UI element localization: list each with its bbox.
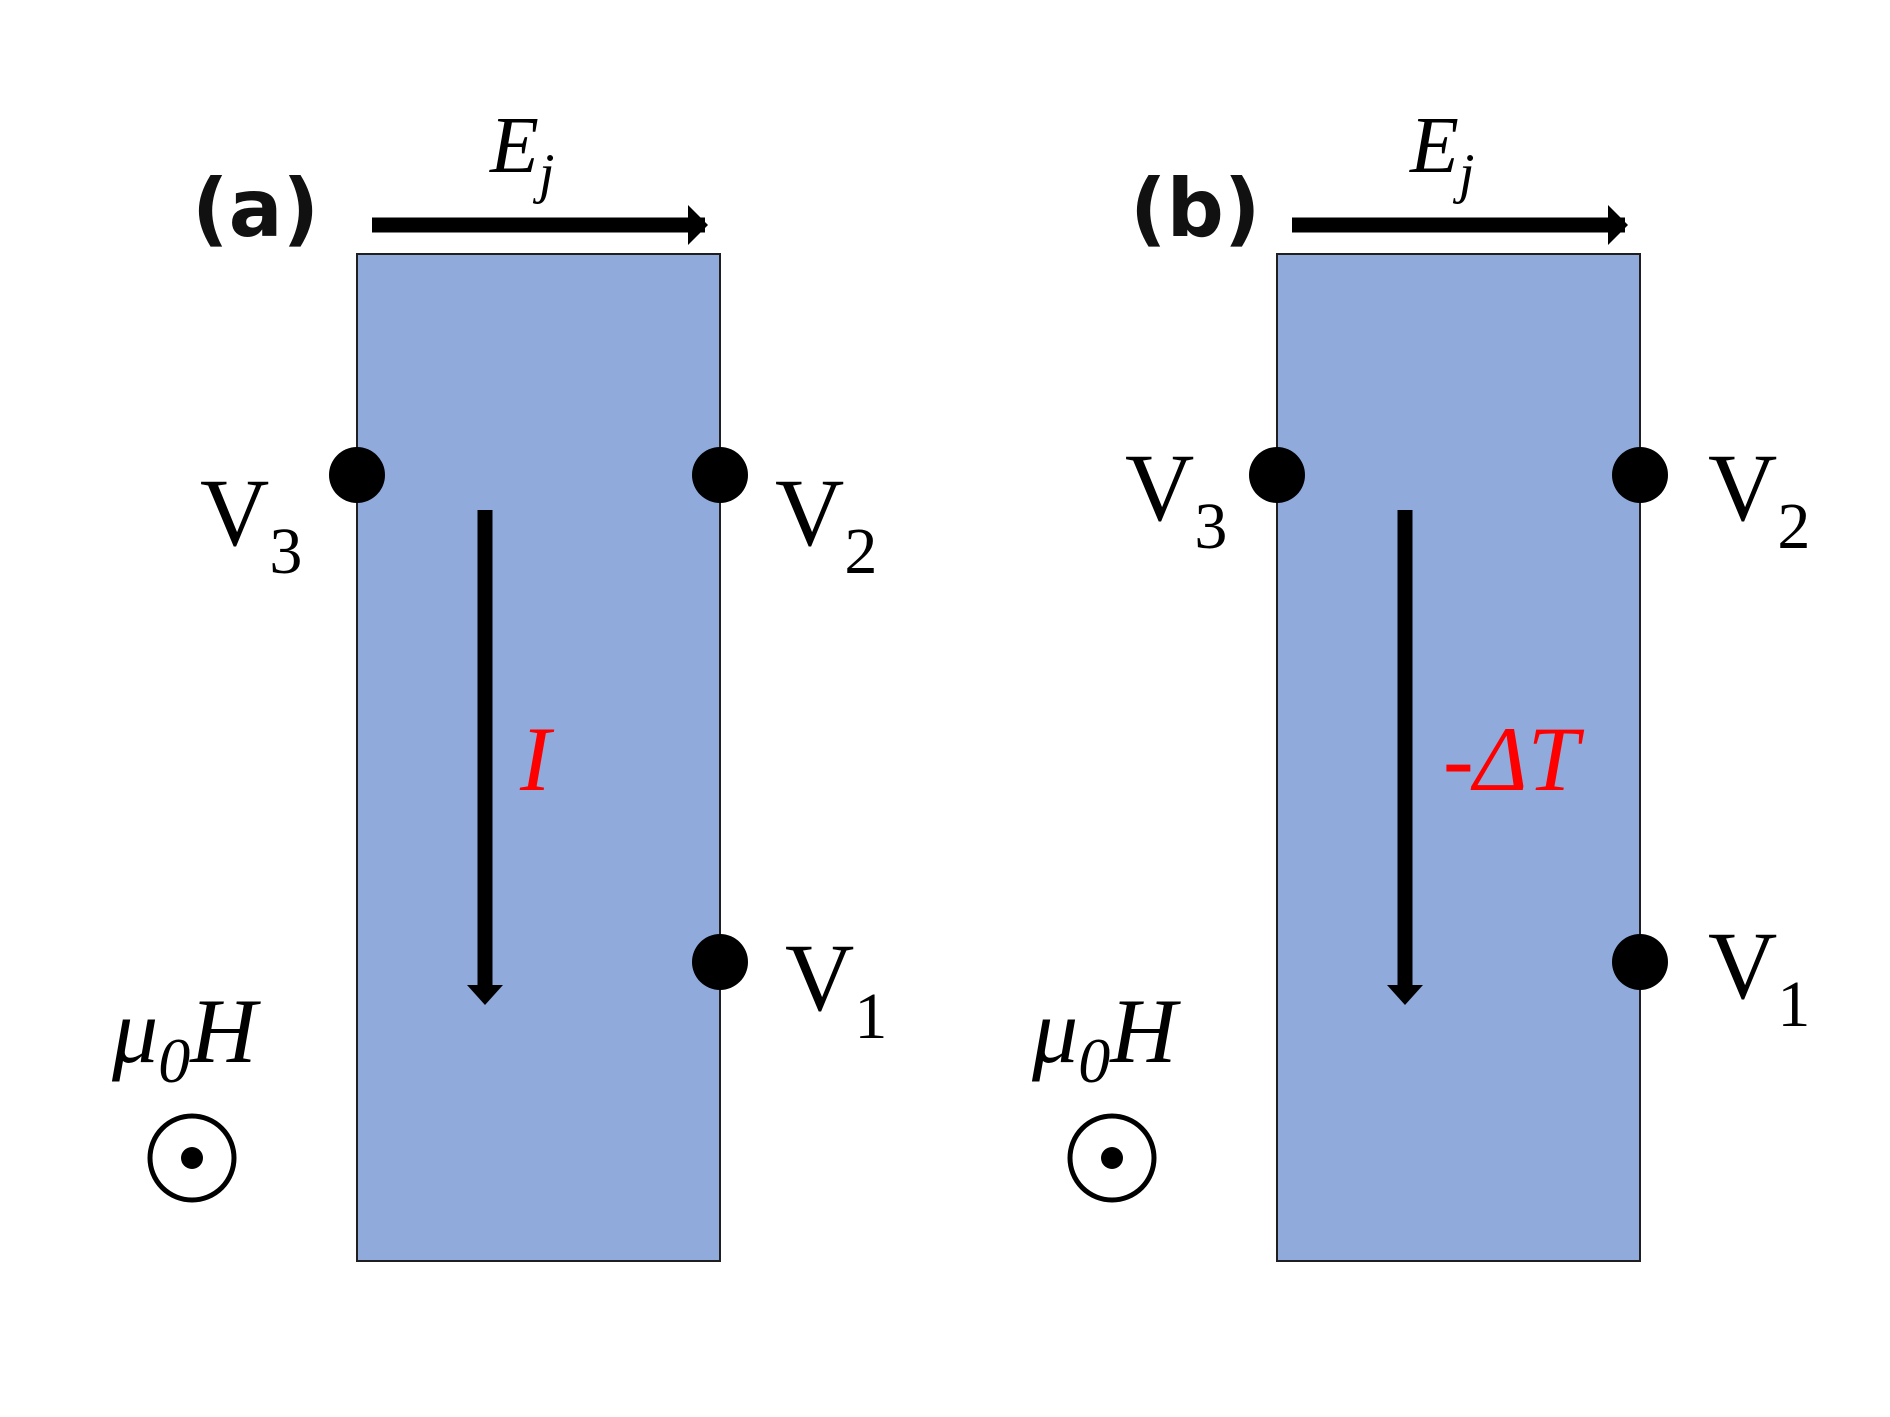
top-arrow-head [688, 205, 708, 245]
panel-a-label: (a) [192, 162, 319, 255]
panel-b-v1-label: V1 [1708, 912, 1810, 1041]
top-arrow-label: Ej [1409, 102, 1474, 205]
top-arrow-head [1608, 205, 1628, 245]
out-of-page-icon [1067, 1113, 1157, 1203]
panel-b-contact-v1 [1612, 934, 1668, 990]
panel-b-v2-label: V2 [1708, 434, 1810, 563]
panel-b-v3-label: V3 [1125, 434, 1227, 563]
flow-arrow-head [1387, 985, 1423, 1005]
panel-a-contact-v1 [692, 934, 748, 990]
panel-b-label: (b) [1130, 162, 1260, 255]
panel-b: (b) Ej -ΔT V3 V2 V1 μ0H [1031, 102, 1810, 1262]
panel-a-v2-label: V2 [775, 459, 877, 588]
panel-b-contact-v3 [1249, 447, 1305, 503]
panel-b-flow-label: -ΔT [1443, 708, 1585, 810]
out-of-page-icon [147, 1113, 237, 1203]
flow-arrow-head [467, 985, 503, 1005]
panel-a-contact-v3 [329, 447, 385, 503]
panel-b-flow-arrow [1387, 510, 1423, 1005]
panel-a-flow-arrow [467, 510, 503, 1005]
top-arrow-label: Ej [489, 102, 554, 205]
panel-a-flow-label: I [519, 708, 555, 810]
panel-a-v1-label: V1 [785, 924, 887, 1053]
panel-b-field-label: μ0H [1031, 980, 1181, 1096]
panel-a-v3-label: V3 [200, 459, 302, 588]
panel-a-sample [356, 253, 721, 1262]
panel-b-contact-v2 [1612, 447, 1668, 503]
panel-a-top-arrow: Ej [372, 102, 708, 245]
panel-a-field-label: μ0H [111, 980, 261, 1096]
panel-a-contact-v2 [692, 447, 748, 503]
panel-b-top-arrow: Ej [1292, 102, 1628, 245]
panel-b-sample [1276, 253, 1641, 1262]
panel-a: (a) Ej I V3 V2 V1 μ0H [111, 102, 887, 1262]
